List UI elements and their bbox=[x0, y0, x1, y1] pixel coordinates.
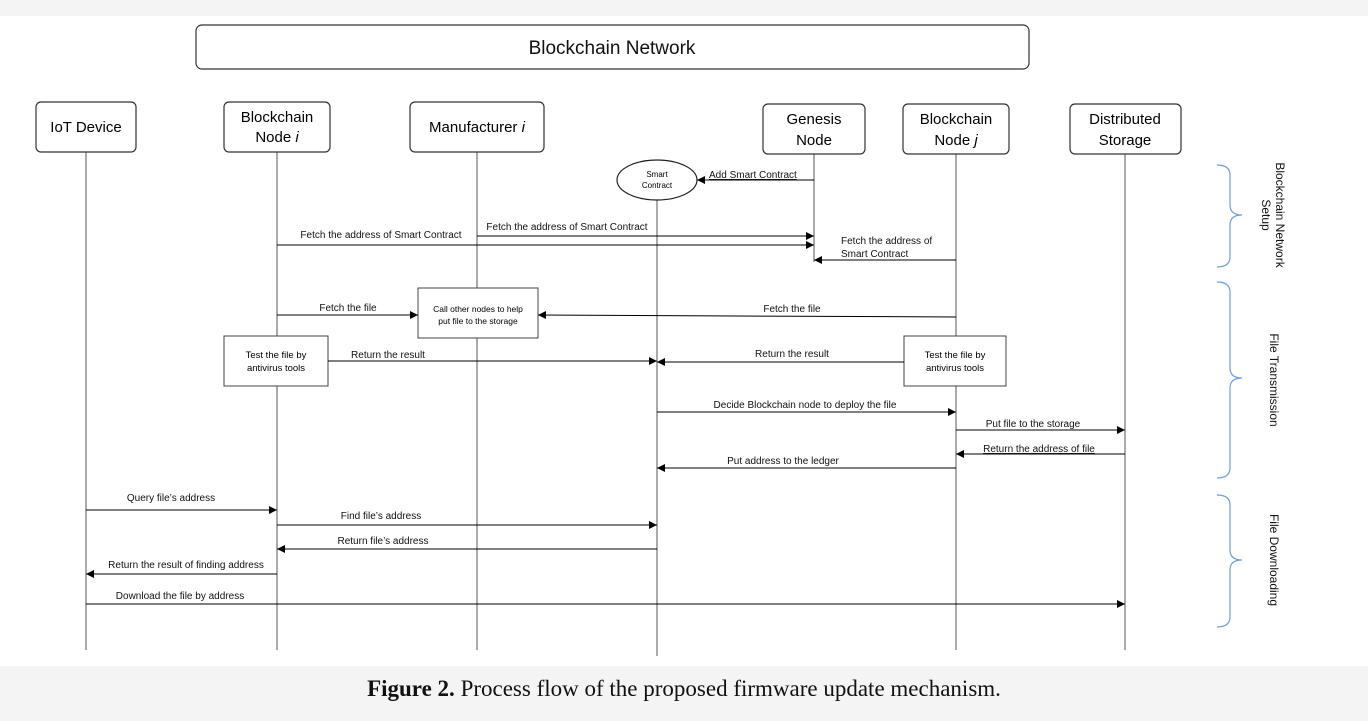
participant-index: j bbox=[972, 132, 978, 149]
bracket-setup bbox=[1216, 164, 1243, 268]
participant-node-i: Blockchain Node i bbox=[223, 101, 331, 153]
label-put-file-storage: Put file to the storage bbox=[986, 419, 1081, 430]
smart-contract-node: Smart Contract bbox=[616, 159, 698, 201]
participant-iot: IoT Device bbox=[35, 101, 137, 153]
messages bbox=[86, 176, 1125, 608]
label-fetch-address-node-i: Fetch the address of Smart Contract bbox=[300, 230, 461, 241]
phase-label-setup: Blockchain Network bbox=[1273, 162, 1287, 268]
test-i-text: Test the file by bbox=[246, 350, 307, 361]
label-return-result-i: Return the result bbox=[351, 350, 425, 361]
phase-label-transmission: File Transmission bbox=[1267, 333, 1281, 426]
phase-label-setup-2: Setup bbox=[1259, 199, 1273, 231]
label-return-file-address: Return file’s address bbox=[338, 536, 429, 547]
label-fetch-file-j: Fetch the file bbox=[763, 304, 821, 315]
participant-label-2: Storage bbox=[1099, 132, 1152, 149]
message-labels: Add Smart Contract Fetch the address of … bbox=[108, 170, 1095, 602]
label-find-address: Find file’s address bbox=[341, 511, 421, 522]
participant-label: Blockchain bbox=[241, 109, 314, 126]
arrow-fetch-file-j bbox=[537, 311, 957, 320]
participant-label: Distributed bbox=[1089, 111, 1161, 128]
label-decide-node: Decide Blockchain node to deploy the fil… bbox=[714, 400, 897, 411]
participant-label: IoT Device bbox=[50, 119, 121, 136]
test-j-text: Test the file by bbox=[925, 350, 986, 361]
phase-brackets bbox=[1216, 164, 1243, 628]
smart-contract-label-2: Contract bbox=[642, 181, 673, 190]
test-i-text-2: antivirus tools bbox=[247, 363, 305, 374]
lifelines bbox=[85, 152, 1126, 656]
label-fetch-address-manufacturer: Fetch the address of Smart Contract bbox=[486, 222, 647, 233]
label-fetch-file-i: Fetch the file bbox=[319, 303, 377, 314]
label-return-address-file: Return the address of file bbox=[983, 444, 1095, 455]
label-put-address-ledger: Put address to the ledger bbox=[727, 456, 839, 467]
figure-caption: Figure 2. Process flow of the proposed f… bbox=[0, 676, 1368, 702]
call-nodes-text-2: put file to the storage bbox=[438, 316, 518, 326]
participant-index: i bbox=[295, 129, 299, 146]
label-add-smart-contract: Add Smart Contract bbox=[709, 170, 797, 181]
participant-storage: Distributed Storage bbox=[1069, 103, 1182, 155]
participant-label-2: Node j bbox=[934, 132, 978, 149]
phase-labels: Blockchain Network Setup File Transmissi… bbox=[1259, 162, 1287, 606]
participant-node-j: Blockchain Node j bbox=[902, 103, 1010, 155]
label-fetch-address-node-j-2: Smart Contract bbox=[841, 249, 908, 260]
participant-label: Genesis bbox=[786, 111, 841, 128]
phase-label-downloading: File Downloading bbox=[1267, 514, 1281, 606]
blockchain-network-banner: Blockchain Network bbox=[195, 24, 1030, 70]
smart-contract-label: Smart bbox=[646, 170, 668, 179]
bracket-downloading bbox=[1216, 494, 1243, 628]
test-j-text-2: antivirus tools bbox=[926, 363, 984, 374]
caption-bold: Figure 2. bbox=[367, 676, 455, 701]
test-file-box-i: Test the file by antivirus tools bbox=[223, 335, 329, 387]
participant-label-2: Node bbox=[796, 132, 832, 149]
participant-genesis: Genesis Node bbox=[762, 103, 866, 155]
label-return-result-j: Return the result bbox=[755, 349, 829, 360]
participant-index: i bbox=[522, 119, 526, 136]
call-nodes-text: Call other nodes to help bbox=[433, 304, 523, 314]
label-fetch-address-node-j: Fetch the address of bbox=[841, 236, 932, 247]
label-return-finding: Return the result of finding address bbox=[108, 560, 264, 571]
participant-label: Manufacturer i bbox=[429, 119, 526, 136]
label-download-file: Download the file by address bbox=[116, 591, 244, 602]
caption-text: Process flow of the proposed firmware up… bbox=[454, 676, 1001, 701]
participant-label: Blockchain bbox=[920, 111, 993, 128]
network-title: Blockchain Network bbox=[529, 38, 696, 59]
bracket-transmission bbox=[1216, 281, 1243, 479]
participant-manufacturer: Manufacturer i bbox=[409, 101, 545, 153]
call-nodes-box: Call other nodes to help put file to the… bbox=[417, 287, 539, 339]
label-query-address: Query file’s address bbox=[127, 493, 215, 504]
test-file-box-j: Test the file by antivirus tools bbox=[903, 335, 1007, 387]
participant-label-2: Node i bbox=[255, 129, 299, 146]
